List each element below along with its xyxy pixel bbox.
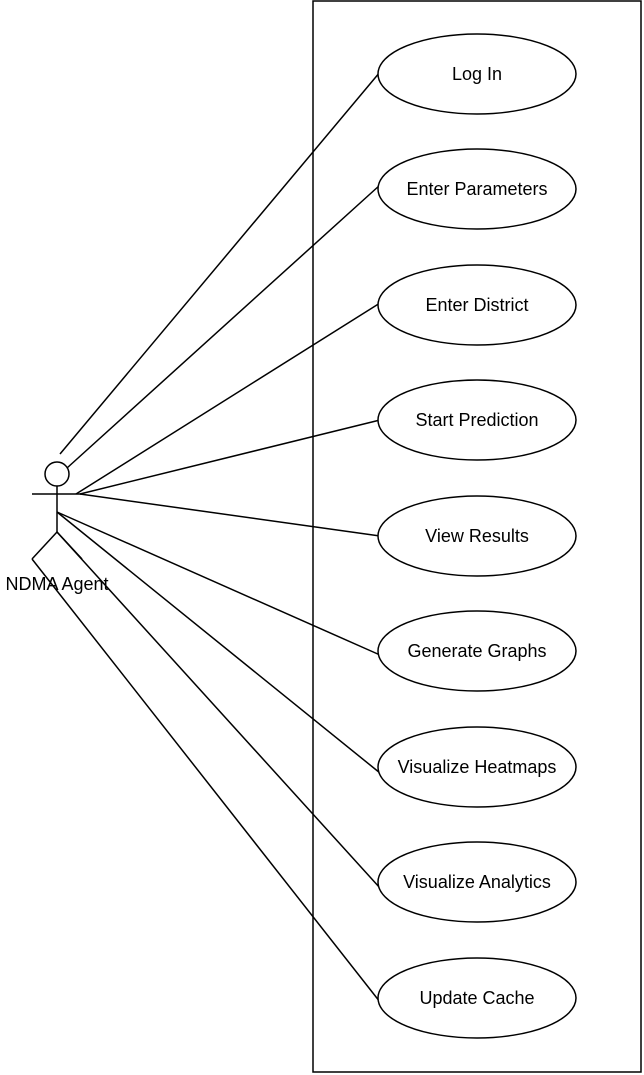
use-case-ellipse [377, 957, 577, 1039]
use-case-label: Visualize Heatmaps [398, 757, 557, 777]
use-case-enter-district[interactable]: Enter District [377, 264, 577, 346]
use-case-enter-parameters[interactable]: Enter Parameters [377, 148, 577, 230]
use-case-label: Enter District [425, 295, 528, 315]
association-generate-graphs [56, 511, 381, 656]
association-update-cache [31, 558, 381, 1003]
use-case-ellipse [377, 264, 577, 346]
use-case-ellipse [377, 495, 577, 577]
actor-right-leg [56, 531, 83, 560]
use-case-ellipse [377, 610, 577, 692]
use-case-view-results[interactable]: View Results [377, 495, 577, 577]
use-case-ellipse [377, 841, 577, 923]
use-case-label: Log In [452, 64, 502, 84]
actor-figure[interactable] [31, 461, 83, 560]
use-case-ellipse [377, 379, 577, 461]
use-case-label: Generate Graphs [407, 641, 546, 661]
use-case-label: View Results [425, 526, 529, 546]
use-case-update-cache[interactable]: Update Cache [377, 957, 577, 1039]
use-case-log-in[interactable]: Log In [377, 33, 577, 115]
use-case-start-prediction[interactable]: Start Prediction [377, 379, 577, 461]
actor-head [44, 461, 70, 487]
actor-label: NDMA Agent [5, 574, 108, 594]
association-start-prediction [79, 419, 381, 495]
use-case-label: Visualize Analytics [403, 872, 551, 892]
use-case-generate-graphs[interactable]: Generate Graphs [377, 610, 577, 692]
use-case-label: Update Cache [419, 988, 534, 1008]
use-case-ellipse [377, 33, 577, 115]
actor-left-leg [31, 531, 58, 560]
associations [31, 71, 381, 1003]
use-case-ellipse [377, 148, 577, 230]
association-enter-district [75, 302, 381, 495]
association-log-in [59, 71, 381, 455]
use-case-visualize-heatmaps[interactable]: Visualize Heatmaps [377, 726, 577, 808]
association-visualize-analytics [56, 531, 381, 889]
system-boundary [312, 0, 642, 1073]
association-view-results [79, 493, 381, 537]
use-case-visualize-analytics[interactable]: Visualize Analytics [377, 841, 577, 923]
use-case-label: Enter Parameters [406, 179, 547, 199]
association-enter-parameters [66, 184, 381, 469]
association-visualize-heatmaps [56, 511, 381, 774]
use-case-label: Start Prediction [415, 410, 538, 430]
use-case-ellipse [377, 726, 577, 808]
